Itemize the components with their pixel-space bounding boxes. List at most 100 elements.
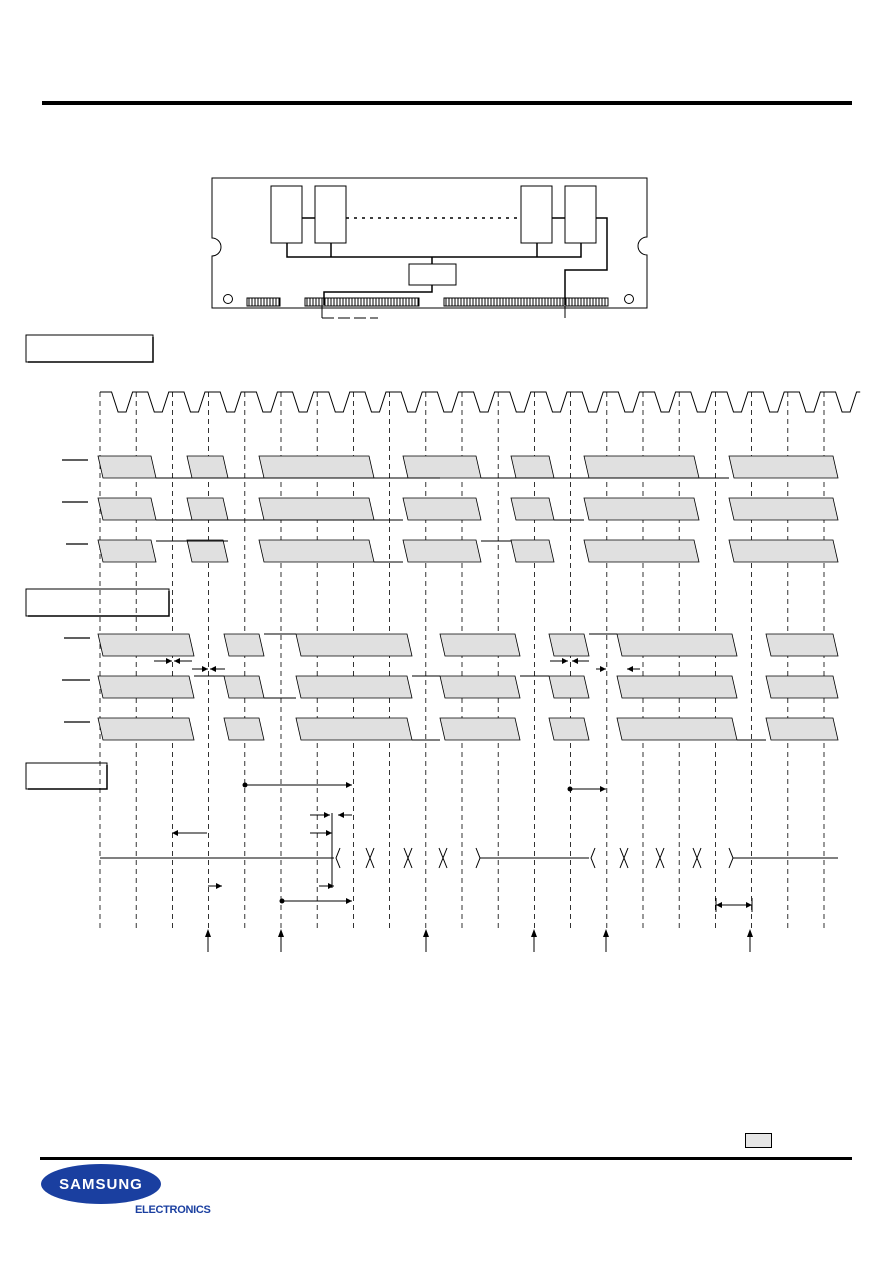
valid-window <box>583 539 700 563</box>
signal-rows <box>97 455 839 741</box>
data-burst-1 <box>335 847 481 869</box>
valid-window <box>616 717 738 741</box>
span-arrow-left-head <box>172 830 178 836</box>
valid-window <box>97 717 195 741</box>
footer-rule <box>40 1157 852 1160</box>
data-burst-2 <box>590 847 734 869</box>
brand-line: ELECTRONICS <box>135 1204 211 1216</box>
valid-window <box>258 497 375 521</box>
latency-arrow-head <box>346 898 352 904</box>
access-arrow-head <box>338 812 344 818</box>
valid-window <box>548 717 590 741</box>
valid-window <box>765 717 839 741</box>
valid-window <box>402 539 482 563</box>
valid-window <box>583 455 700 479</box>
valid-window <box>510 497 555 521</box>
connector-leads <box>321 306 566 319</box>
latency-arrow-head <box>600 786 606 792</box>
valid-window <box>728 539 839 563</box>
command-markers <box>205 929 753 952</box>
valid-window <box>439 717 521 741</box>
valid-window <box>548 675 590 699</box>
chip-2 <box>314 185 347 244</box>
memory-module-outline <box>211 177 648 309</box>
header-rule <box>42 101 852 105</box>
valid-window <box>439 633 521 657</box>
valid-window <box>295 633 413 657</box>
valid-window <box>510 455 555 479</box>
section-box-1 <box>25 334 154 363</box>
clock-waveform <box>100 391 861 413</box>
access-arrow-head <box>324 812 330 818</box>
signal-row-1 <box>97 455 839 479</box>
hold-arrow-head <box>202 666 208 672</box>
valid-window <box>97 539 157 563</box>
command-marker-head <box>278 929 284 937</box>
valid-window <box>223 675 265 699</box>
signal-row-4 <box>97 633 839 657</box>
valid-window <box>510 539 555 563</box>
memory-chips <box>270 185 597 286</box>
section-label-boxes <box>25 334 170 790</box>
hold-arrow-head <box>716 902 722 908</box>
samsung-logo: SAMSUNG <box>40 1163 162 1205</box>
chip-1 <box>270 185 303 244</box>
command-marker-head <box>747 929 753 937</box>
valid-window <box>765 675 839 699</box>
signal-row-6 <box>97 717 839 741</box>
signal-name-bars <box>62 459 90 723</box>
latency-arrow-head <box>346 782 352 788</box>
valid-window <box>295 675 413 699</box>
setup-arrow-head <box>562 658 568 664</box>
valid-window <box>97 675 195 699</box>
valid-window <box>186 455 229 479</box>
section-box-3 <box>25 762 108 790</box>
valid-window <box>402 455 482 479</box>
hold-arrow-head <box>210 666 216 672</box>
valid-window <box>728 497 839 521</box>
logo-wordmark: SAMSUNG <box>59 1175 143 1193</box>
valid-window <box>258 539 375 563</box>
access-arrow-head <box>328 883 334 889</box>
valid-window <box>97 497 157 521</box>
valid-window <box>223 717 265 741</box>
register-chip <box>408 263 457 286</box>
data-bus-waveform <box>100 847 838 869</box>
setup-arrow-head <box>174 658 180 664</box>
valid-window <box>616 633 738 657</box>
page-number-box <box>745 1133 772 1148</box>
valid-window <box>402 497 482 521</box>
signal-row-5 <box>97 675 839 699</box>
valid-window <box>186 539 229 563</box>
hold-arrow-head <box>627 666 633 672</box>
chip-3 <box>520 185 553 244</box>
setup-arrow-head <box>572 658 578 664</box>
setup-arrow-head <box>166 658 172 664</box>
section-box-2 <box>25 588 170 617</box>
valid-window <box>97 633 195 657</box>
command-marker-head <box>423 929 429 937</box>
valid-window <box>728 455 839 479</box>
valid-window <box>616 675 738 699</box>
valid-window <box>439 675 521 699</box>
timing-annotations <box>154 658 753 912</box>
command-marker-head <box>205 929 211 937</box>
signal-row-3 <box>97 539 839 563</box>
span-arrow-right-head <box>326 830 332 836</box>
access-arrow-head <box>216 883 222 889</box>
row-baselines <box>156 477 766 741</box>
valid-window <box>186 497 229 521</box>
valid-window <box>765 633 839 657</box>
valid-window <box>295 717 413 741</box>
valid-window <box>548 633 590 657</box>
valid-window <box>97 455 157 479</box>
command-marker-head <box>531 929 537 937</box>
valid-window <box>258 455 375 479</box>
command-marker-head <box>603 929 609 937</box>
chip-4 <box>564 185 597 244</box>
section-label-shadows <box>28 337 170 790</box>
valid-window <box>223 633 265 657</box>
valid-window <box>583 497 700 521</box>
signal-row-2 <box>97 497 839 521</box>
